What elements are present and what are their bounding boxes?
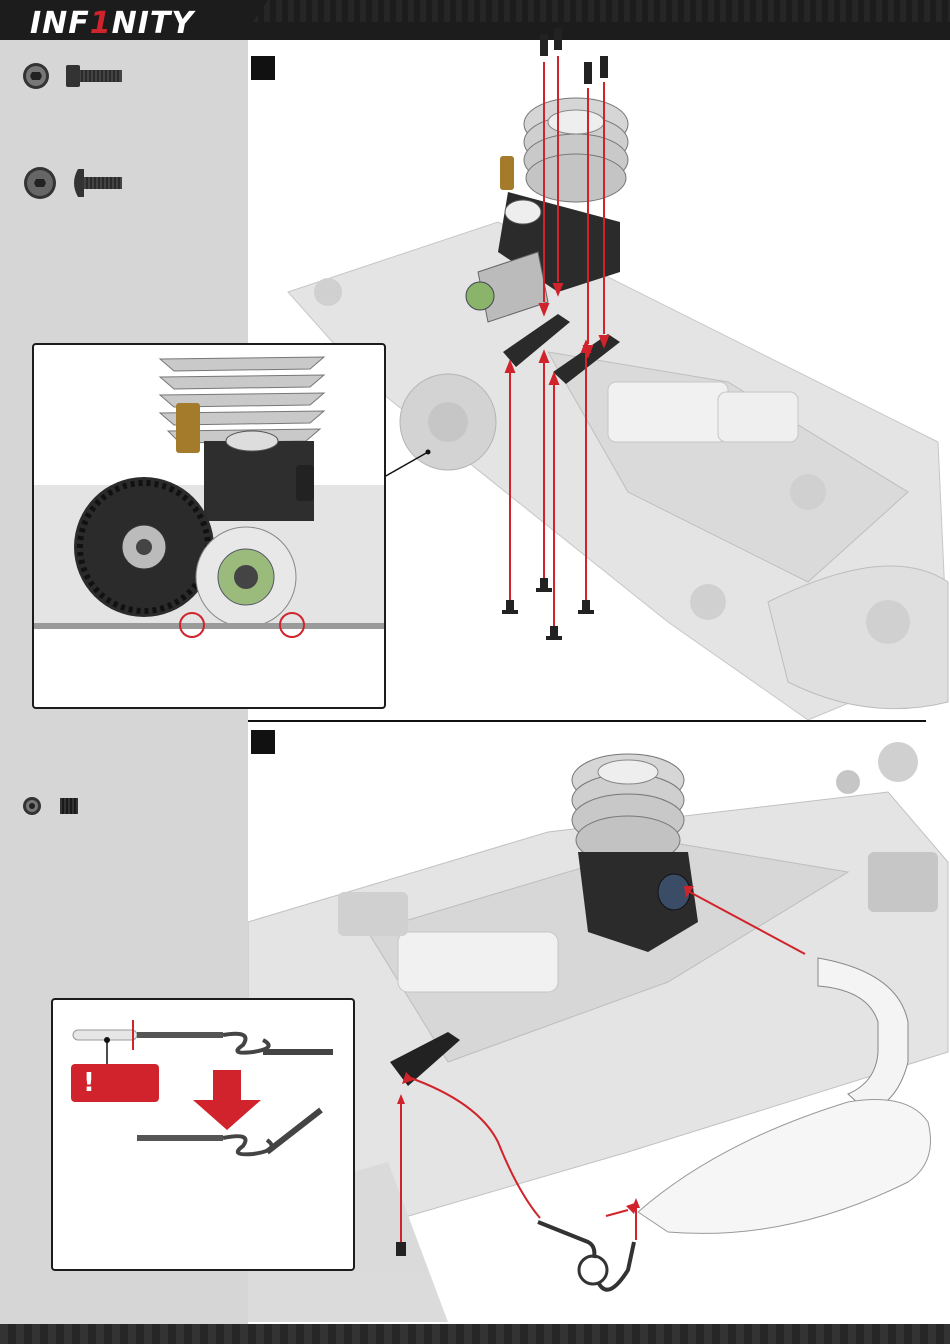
gear-mesh-detail-inset [32,343,386,709]
gear-mesh-detail-illustration [34,345,384,707]
warning-icon: ! [71,1064,159,1102]
cap-head-screw-icon [20,60,130,94]
spring-bend-detail-inset: ! [51,998,355,1271]
button-head-screw-icon [20,163,130,203]
brand-logo: INF1NITY [30,6,194,41]
down-arrow-icon [193,1070,261,1130]
set-screw-icon [20,794,84,818]
spring-bend-detail-illustration [53,1000,353,1269]
logo-tab: INF1NITY [0,0,268,40]
page-footer [0,1324,950,1344]
